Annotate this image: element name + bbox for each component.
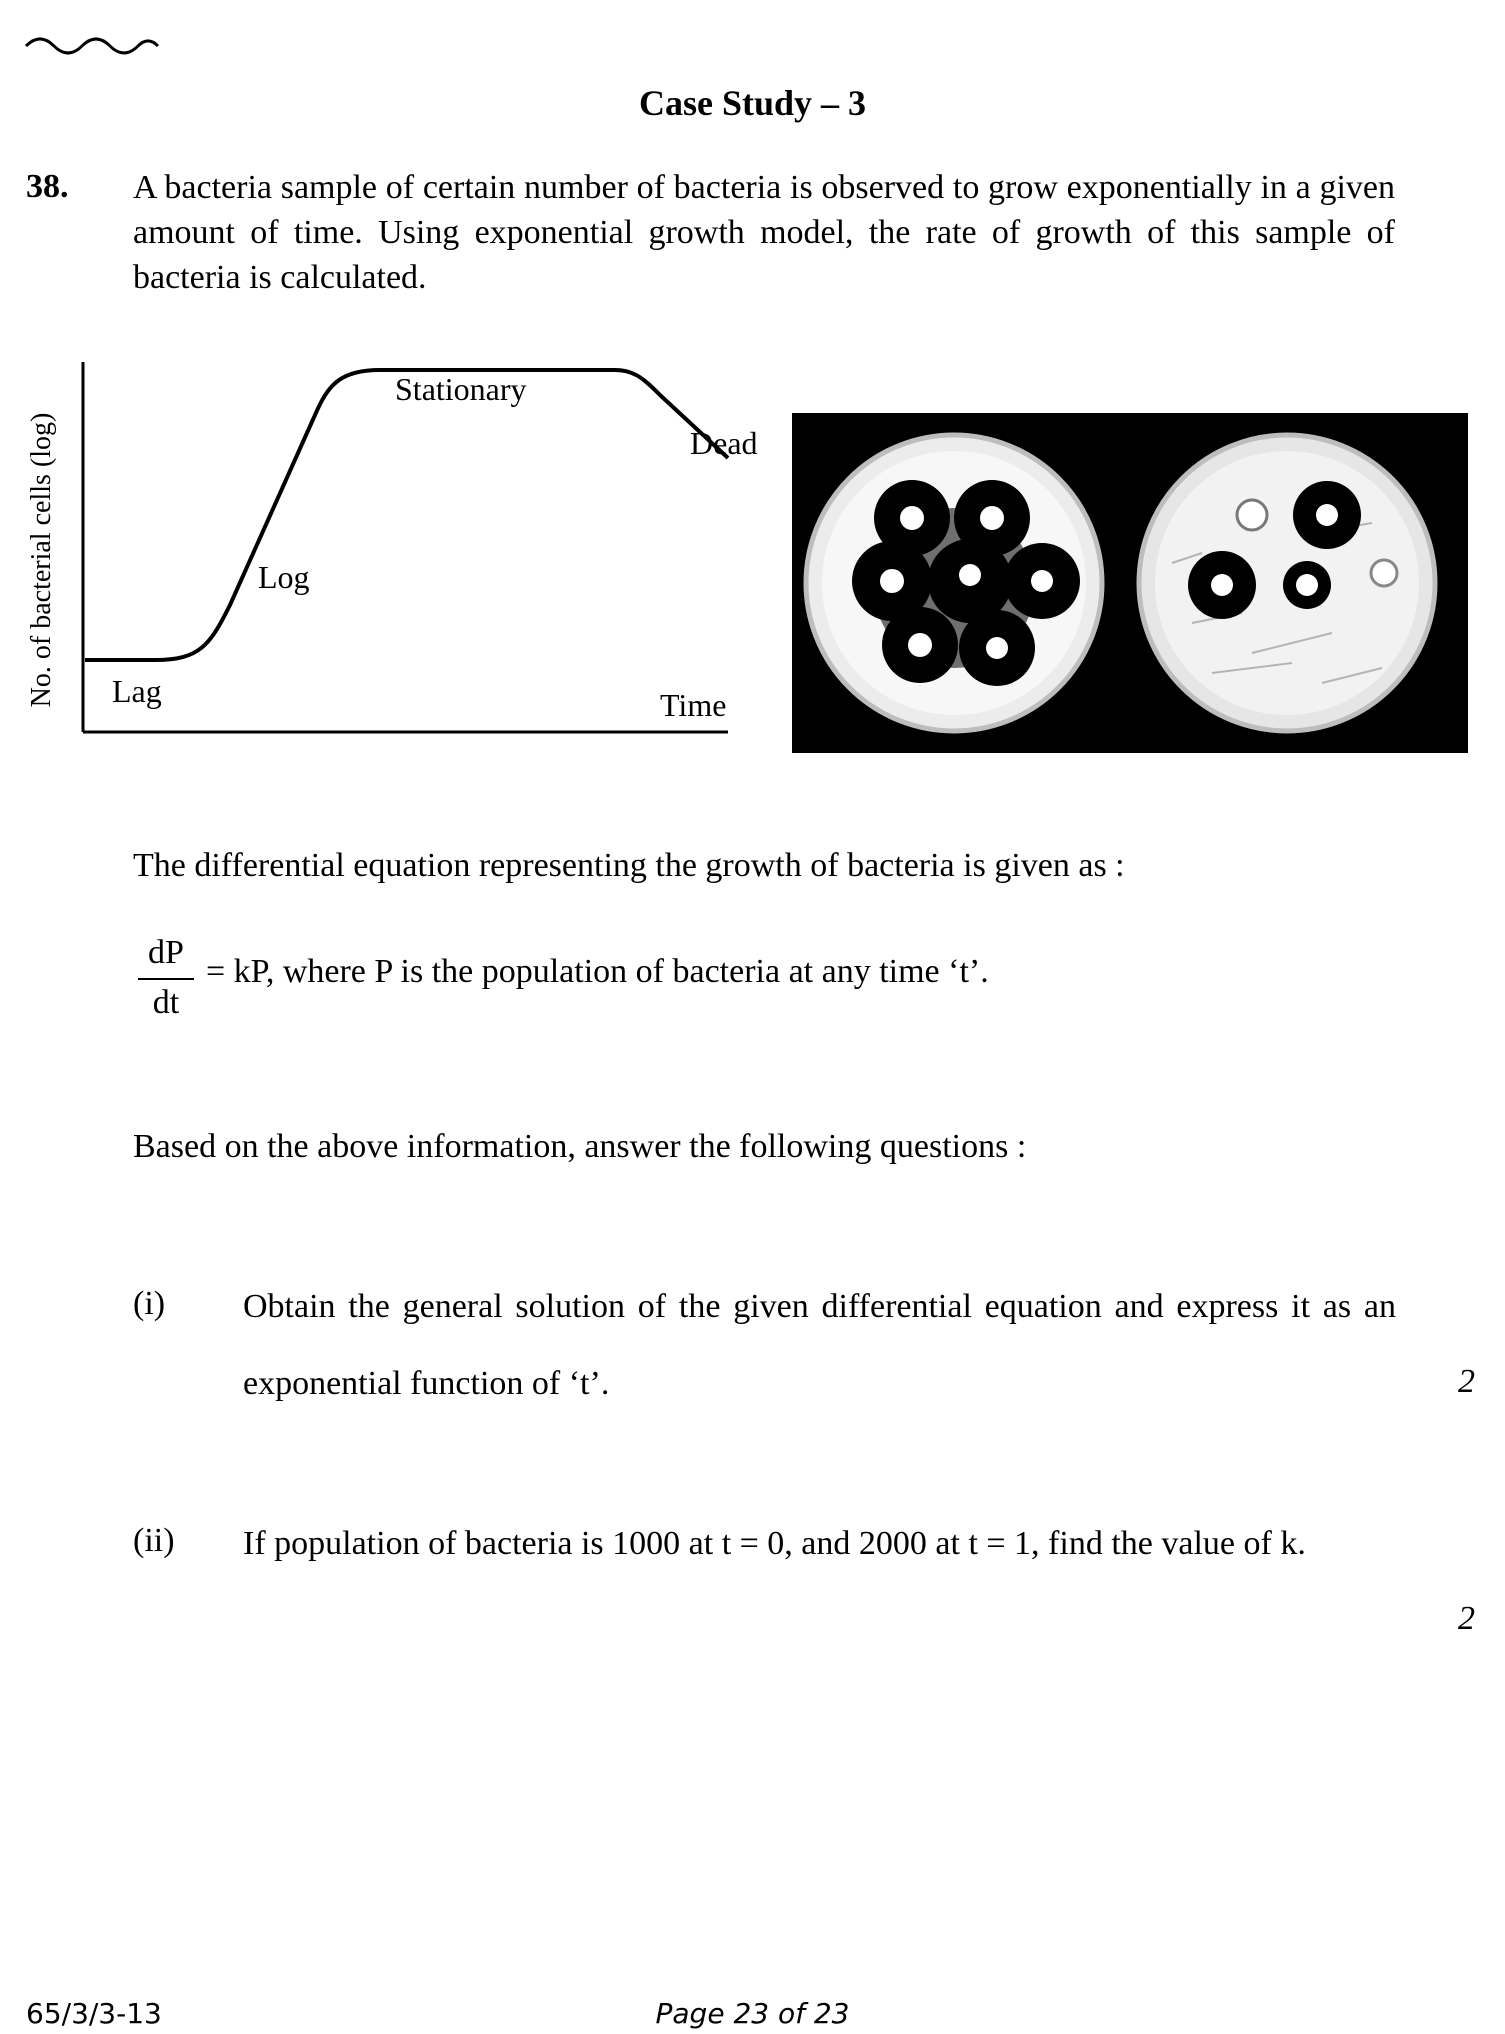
derivative-fraction: dP dt [138,930,194,1026]
subquestion-marks: 2 [1458,1363,1475,1400]
fraction-denominator: dt [152,984,180,1021]
equation-intro: The differential equation representing t… [133,847,1125,884]
squiggle-mark [24,37,160,55]
paper-code: 65/3/3-13 [26,1997,162,2030]
equation-text: = kP, where P is the population of bacte… [206,953,989,990]
subquestion-marks: 2 [1458,1600,1475,1637]
subquestion-label: (i) [133,1285,166,1322]
x-axis-label: Time [660,687,726,723]
petri-dish-right [1136,432,1438,734]
petri-dish-left [803,432,1105,734]
fraction-numerator: dP [138,930,194,980]
subquestion-label: (ii) [133,1522,175,1559]
page-title: Case Study – 3 [638,83,867,123]
phase-label-lag: Lag [112,673,162,709]
phase-label-log: Log [258,559,310,595]
question-number: 38. [26,168,69,205]
question-intro: A bacteria sample of certain number of b… [133,169,1395,296]
growth-curve-chart: Lag Log Stationary Dead Time [81,362,758,734]
petri-dish-photo [792,413,1468,753]
phase-label-dead: Dead [690,425,758,461]
growth-curve-line [85,368,730,662]
chart-y-axis-label: No. of bacterial cells (log) [26,412,57,708]
phase-label-stationary: Stationary [395,371,527,407]
subquestion-text: Obtain the general solution of the given… [243,1288,1396,1402]
page-number: Page 23 of 23 [655,1997,850,2030]
instruction-prompt: Based on the above information, answer t… [133,1128,1027,1165]
subquestion-text: If population of bacteria is 1000 at t =… [243,1525,1306,1562]
